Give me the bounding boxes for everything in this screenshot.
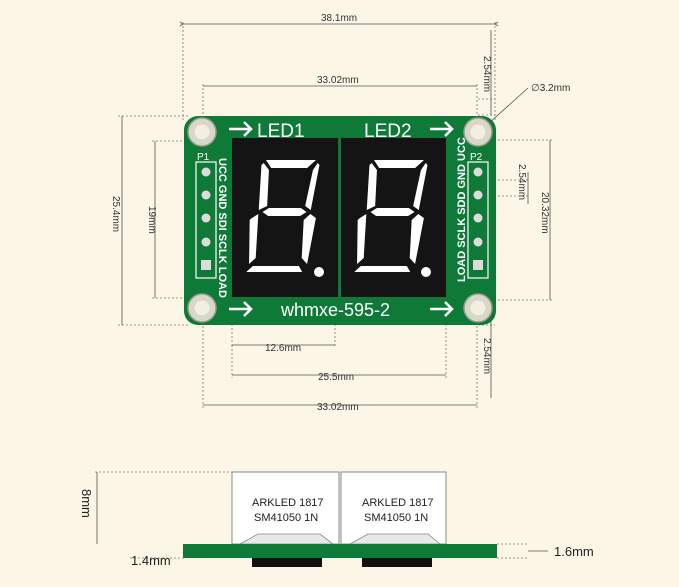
chip-right-line2: SM41050 1N [364,512,428,524]
pin [473,190,483,200]
side-view: 8mm ARKLED 1817 SM41050 1N ARKLED 1817 S… [79,471,594,568]
digit-1 [246,160,320,272]
dim-hole-offset-top: 2.54mm [481,56,492,92]
pin [473,213,483,223]
model-label: whmxe-595-2 [280,300,390,320]
dim-hole-spacing-top: 33.02mm [317,75,359,86]
dim-side-height: 8mm [79,489,94,518]
mounting-hole-tl [187,117,217,147]
dim-overall-width: 38.1mm [321,13,357,24]
arrow-right-icon [430,301,454,317]
led1-label: LED1 [257,121,305,142]
p2-label: P2 [470,152,483,163]
pin-square [473,260,483,270]
pin-square [201,260,211,270]
arrow-right-icon [430,121,454,137]
arrow-right-icon [229,121,253,137]
dim-board-height: 25.4mm [110,196,121,232]
mounting-hole-tr [463,117,493,147]
p1-label: P1 [197,152,210,163]
pin-block-left [252,558,322,567]
led2-label: LED2 [364,121,412,142]
p1-pin-labels: UCC GND SDI SCLK LOAD [216,158,228,298]
chip-left-line2: SM41050 1N [254,512,318,524]
p2-pin-labels: LOAD SCLK SDD GND UCC [456,137,468,282]
dim-display-width: 25.5mm [318,372,354,383]
decimal-point-1 [314,267,324,277]
mounting-hole-br [463,293,493,323]
dim-hole-diameter: ∅3.2mm [531,83,570,94]
decimal-point-2 [421,267,431,277]
pin [201,190,211,200]
mounting-hole-bl [187,293,217,323]
digit-2 [354,160,428,272]
pcb-board [184,116,496,325]
side-display-left [231,471,340,545]
pin [473,237,483,247]
dim-right-span: 20.32mm [539,192,550,234]
side-pcb [183,544,497,558]
dim-header-height: 19mm [146,206,157,234]
dim-pin-spacing: 2.54mm [516,164,527,200]
pcb-top-view: LED1 LED2 whmxe-595-2 [184,116,496,325]
pin [201,213,211,223]
header-p2 [467,161,489,279]
dim-hole-spacing-bottom: 33.02mm [317,402,359,413]
pin-block-right [362,558,432,567]
header-p1 [195,161,217,279]
dim-hole-offset-bottom: 2.54mm [481,338,492,374]
dim-pcb-thickness: 1.4mm [131,553,171,568]
pin [473,167,483,177]
dim-total-thickness: 1.6mm [554,544,594,559]
pin [201,167,211,177]
chip-right-line1: ARKLED 1817 [362,497,434,509]
chip-left-line1: ARKLED 1817 [252,497,324,509]
arrow-right-icon [229,301,253,317]
side-display-right [340,471,447,545]
dimension-labels: 38.1mm 33.02mm 2.54mm ∅3.2mm 25.4mm 19mm… [110,13,570,413]
pin [201,237,211,247]
dim-digit-width: 12.6mm [265,343,301,354]
